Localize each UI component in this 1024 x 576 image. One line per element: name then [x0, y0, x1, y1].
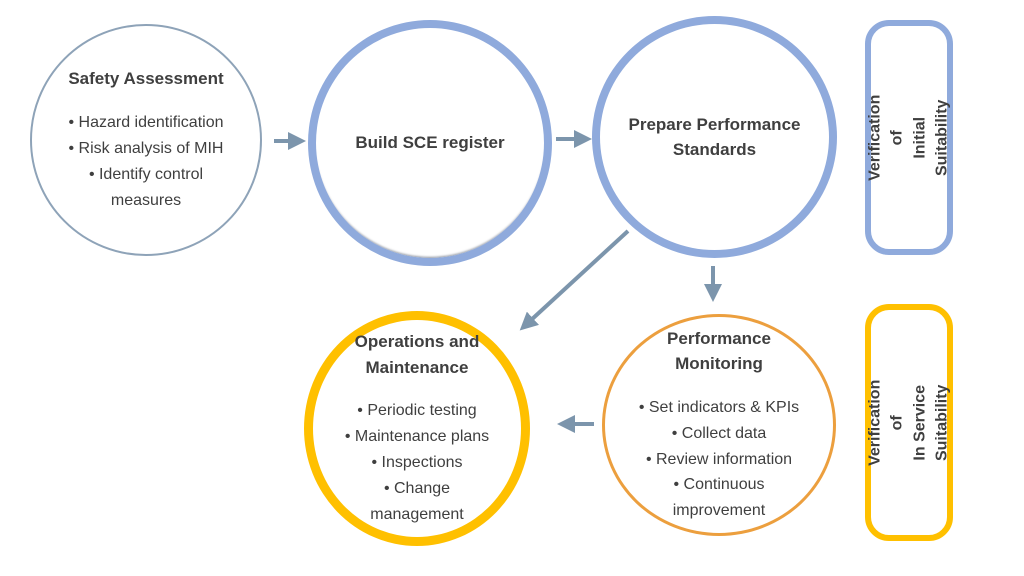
safety-assessment-title: Safety Assessment — [68, 69, 224, 89]
bullet-item: • Risk analysis of MIH — [68, 139, 224, 157]
bullet-item: • Inspections — [371, 454, 463, 472]
build-sce-register-title: Build SCE register — [355, 133, 505, 153]
verification-initial-suitability-box: Verification of Initial Suitability — [865, 20, 953, 255]
verification-in-service-suitability-box: Verification of In Service Suitability — [865, 304, 953, 541]
bullet-item: • Hazard identification — [68, 113, 224, 131]
bullet-item: • Set indicators & KPIs — [638, 398, 800, 416]
node-operations-and-maintenance: Operations and Maintenance • Periodic te… — [304, 311, 530, 546]
performance-monitoring-title: Performance Monitoring — [667, 328, 771, 374]
bullet-item: • Review information — [645, 450, 793, 468]
verification-in-service-suitability-label: Verification of In Service Suitability — [866, 379, 951, 466]
operations-and-maintenance-title: Operations and Maintenance — [354, 332, 480, 377]
node-build-sce-register: Build SCE register — [308, 20, 552, 266]
bullet-item: • Collect data — [671, 424, 767, 442]
arrow-prepare-standards-to-operations — [519, 229, 630, 331]
verification-initial-suitability-label: Verification of Initial Suitability — [866, 94, 951, 181]
prepare-performance-standards-title: Prepare Performance Standards — [628, 114, 801, 160]
bullet-item: • Maintenance plans — [344, 428, 490, 446]
node-prepare-performance-standards: Prepare Performance Standards — [592, 16, 837, 258]
bullet-item: • Change management — [370, 479, 464, 523]
node-safety-assessment: Safety Assessment • Hazard identificatio… — [30, 24, 262, 256]
performance-monitoring-bullets: • Set indicators & KPIs • Collect data • R… — [639, 395, 799, 525]
operations-and-maintenance-bullets: • Periodic testing • Maintenance plans • I… — [345, 398, 489, 528]
node-performance-monitoring: Performance Monitoring • Set indicators … — [602, 314, 836, 536]
bullet-item: • Periodic testing — [357, 402, 477, 420]
safety-assessment-bullets: • Hazard identification • Risk analysis o… — [68, 110, 223, 214]
bullet-item: • Identify control measures — [88, 165, 204, 209]
bullet-item: • Continuous improvement — [672, 476, 766, 520]
